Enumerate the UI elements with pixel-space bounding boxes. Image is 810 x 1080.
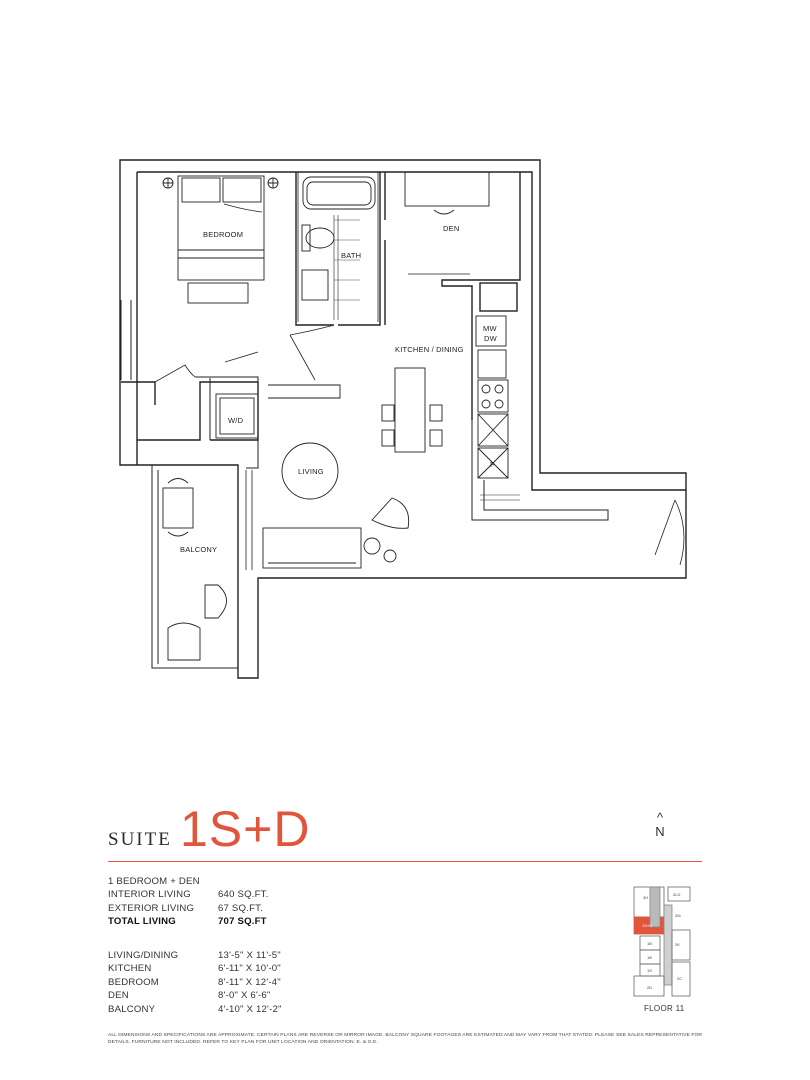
toilet-tank [301,224,311,252]
disclaimer: ALL DIMENSIONS AND SPECIFICATIONS ARE AP… [108,1033,703,1045]
balcony-furniture [162,478,227,661]
north-indicator: ^ N [650,811,670,839]
spec-label: TOTAL LIVING [108,916,176,928]
dimension-label: DEN [108,990,129,1002]
door-swings [154,324,335,383]
dimension-value: 6'-11" X 10'-0" [218,963,281,975]
room-dimensions: LIVING/DINING 13'-5" X 11'-5" KITCHEN 6'… [108,949,338,1016]
divider-rule [108,861,702,862]
spec-row: 1 BEDROOM + DEN [108,875,338,888]
cooktop [477,379,509,413]
dimension-label: LIVING/DINING [108,950,179,961]
keyplan-unit-label: 1S+D [642,923,652,928]
sink [477,349,507,379]
keyplan-unit-label: 1B [647,941,652,946]
keyplan-unit-label: 1S [647,968,652,973]
dimension-label: BEDROOM [108,976,159,988]
room-label-den: DEN [443,224,459,233]
room-label-bath: BATH [341,251,361,260]
dimension-row: KITCHEN 6'-11" X 10'-0" [108,962,338,975]
room-label-balcony: BALCONY [180,545,217,554]
room-label-wd: W/D [228,416,244,425]
keyplan-unit-label: 2H [643,895,648,900]
fridge-label: F [490,460,495,469]
bath-fixtures [301,176,376,320]
floor-label: FLOOR 11 [644,1004,685,1013]
spec-value: 640 SQ.FT. [218,889,269,901]
den-desk [404,171,490,215]
bathtub [302,176,376,210]
vanity [301,269,329,301]
sofa [262,527,362,569]
spec-row-total: TOTAL LIVING 707 SQ.FT [108,915,338,928]
spec-value: 67 SQ.FT. [218,902,263,914]
exterior-wall [119,159,687,679]
room-label-living: LIVING [298,467,324,476]
balcony-railing [151,465,238,669]
dimension-row: DEN 8'-0" X 6'-6" [108,989,338,1002]
room-label-bedroom: BEDROOM [203,230,243,239]
spec-value: 707 SQ.FT [218,916,267,928]
dimension-value: 8'-11" X 12'-4" [218,976,281,988]
den-wall [384,172,521,420]
dishwasher-label: DW [484,334,498,343]
north-arrow-icon: ^ [656,810,664,825]
bed [177,175,265,281]
keyplan-unit-label: 2D [647,985,652,990]
spec-label: INTERIOR LIVING [108,889,191,901]
north-label: N [655,824,665,839]
spec-row: EXTERIOR LIVING 67 SQ.FT. [108,902,338,915]
dimension-row: BALCONY 4'-10" X 12'-2" [108,1003,338,1016]
suite-word: SUITE [108,829,172,850]
armchair [371,497,410,529]
bath-wall [295,172,381,326]
fridge [477,447,509,479]
keyplan-unit-label: 2K [675,942,680,947]
key-plan [633,886,691,997]
microwave-label: MW [483,324,497,333]
suite-code: 1S+D [180,801,311,857]
bedroom-furniture [162,175,279,304]
living-furniture [262,442,410,569]
dimension-value: 8'-0" X 6'-6" [218,990,271,1002]
dimension-label: KITCHEN [108,963,152,975]
living-table [281,442,339,500]
room-label-kitchen-dining: KITCHEN / DINING [395,345,464,354]
spec-label: EXTERIOR LIVING [108,902,195,914]
dimension-row: LIVING/DINING 13'-5" X 11'-5" [108,949,338,962]
microwave-dishwasher [475,315,507,347]
keyplan-unit-label: 2LD [673,892,680,897]
laundry [215,393,259,439]
kitchen-appliances [475,315,509,479]
keyplan-unit-label: 2M [675,913,681,918]
spec-label: 1 BEDROOM + DEN [108,876,200,887]
dimension-label: BALCONY [108,1003,156,1015]
keyplan-unit-label: 2C [677,976,682,981]
spec-row: INTERIOR LIVING 640 SQ.FT. [108,888,338,901]
dimension-value: 4'-10" X 12'-2" [218,1003,282,1015]
specs-table: 1 BEDROOM + DEN INTERIOR LIVING 640 SQ.F… [108,875,338,929]
dining-table [268,367,443,453]
keyplan-unit-label: 1B [647,955,652,960]
dimension-row: BEDROOM 8'-11" X 12'-4" [108,976,338,989]
dimension-value: 13'-5" X 11'-5" [218,950,281,961]
